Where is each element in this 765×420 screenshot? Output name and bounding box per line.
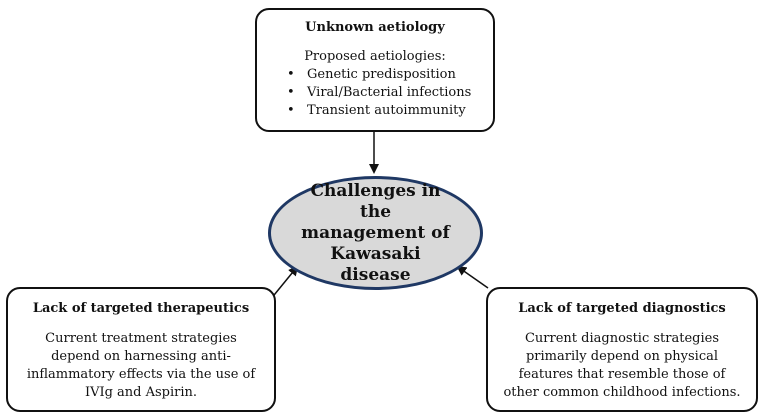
aetiology-subtitle: Proposed aetiologies: <box>304 49 446 64</box>
bullet-icon: • <box>287 85 295 100</box>
central-challenge-ellipse: Challenges in the management of Kawasaki… <box>268 176 483 290</box>
bullet-icon: • <box>287 67 295 82</box>
central-challenge-label: Challenges in the management of Kawasaki… <box>301 180 450 285</box>
therapeutics-box: Lack of targeted therapeutics Current tr… <box>6 287 276 412</box>
therapeutics-title: Lack of targeted therapeutics <box>32 301 250 316</box>
bullet-icon: • <box>287 103 295 118</box>
therapeutics-body: Current treatment strategies depend on h… <box>26 331 256 400</box>
arrow-right-to-center <box>456 265 489 289</box>
aetiology-title: Unknown aetiology <box>305 20 445 35</box>
list-item: •Genetic predisposition <box>287 67 456 82</box>
diagnostics-box: Lack of targeted diagnostics Current dia… <box>486 287 758 412</box>
diagnostics-title: Lack of targeted diagnostics <box>518 301 726 316</box>
aetiology-box: Unknown aetiology Proposed aetiologies: … <box>255 8 495 132</box>
aetiology-list: •Genetic predisposition •Viral/Bacterial… <box>257 66 493 120</box>
list-item: •Transient autoimmunity <box>287 103 466 118</box>
list-item: •Viral/Bacterial infections <box>287 85 472 100</box>
diagnostics-body: Current diagnostic strategies primarily … <box>503 331 741 400</box>
